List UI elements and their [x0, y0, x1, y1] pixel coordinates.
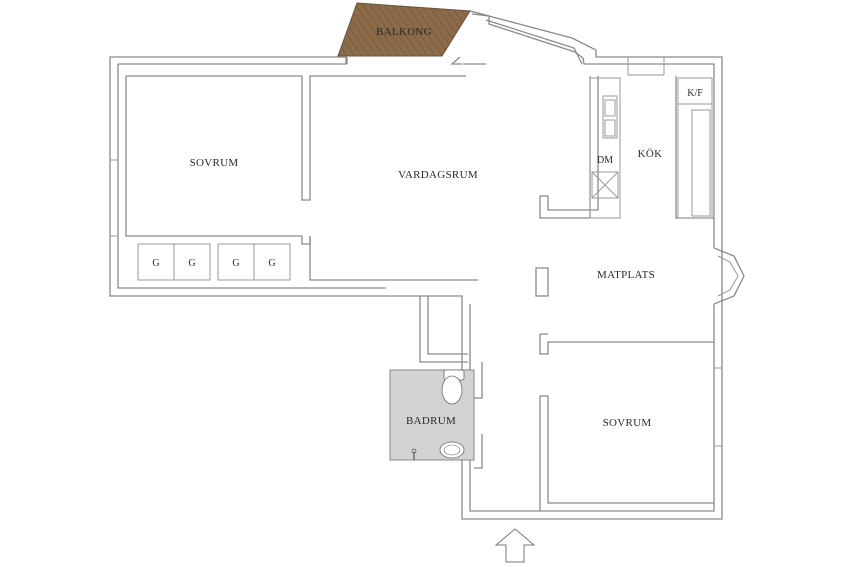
dining-label: MATPLATS	[597, 269, 655, 281]
bathroom	[389, 369, 475, 461]
wardrobe-label: G	[188, 258, 195, 269]
bedroom-1-label: SOVRUM	[190, 157, 239, 169]
up-arrow-icon	[494, 528, 536, 563]
bathroom-label: BADRUM	[406, 415, 456, 427]
wardrobes: G G G G	[137, 243, 291, 281]
wardrobe-label: G	[152, 258, 159, 269]
bay-window	[713, 247, 745, 305]
bedroom-2-label: SOVRUM	[603, 417, 652, 429]
balcony-label: BALKONG	[376, 26, 432, 38]
kitchen-label: KÖK	[638, 148, 663, 160]
wardrobe-label: G	[268, 258, 275, 269]
wardrobe-label: G	[232, 258, 239, 269]
fridge-freezer-label: K/F	[687, 88, 703, 99]
dishwasher-label: DM	[597, 155, 613, 166]
kitchen-fixtures	[589, 77, 713, 219]
living-room-label: VARDAGSRUM	[398, 169, 478, 181]
balcony	[337, 2, 471, 57]
